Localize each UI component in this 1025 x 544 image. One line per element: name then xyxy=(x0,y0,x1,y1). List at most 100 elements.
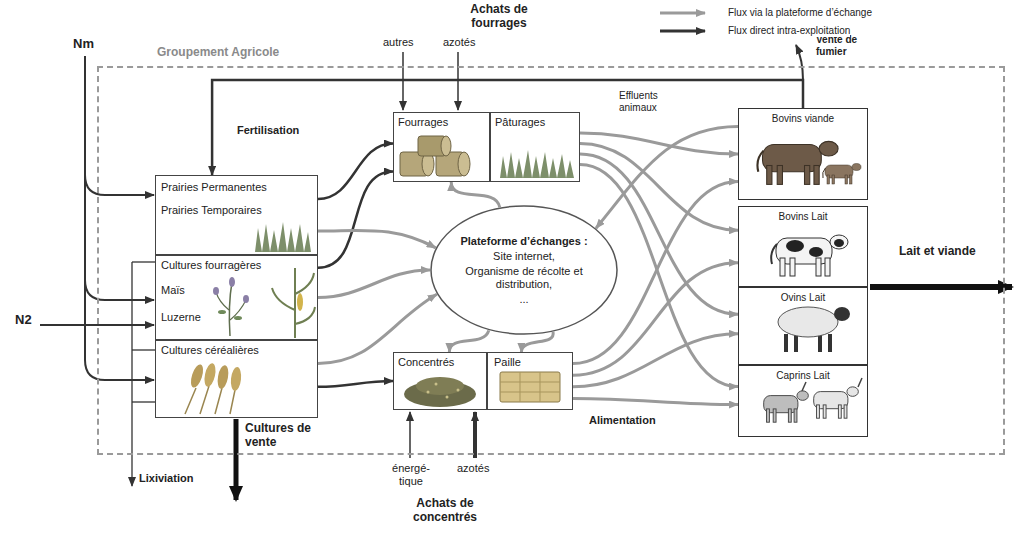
purchase-heading: Achats de fourrages xyxy=(450,2,548,30)
straw-bale-illustration-part xyxy=(500,372,560,402)
forage-plant-illustration-part xyxy=(297,293,303,311)
leaching-arrow-part xyxy=(132,261,155,262)
group-region: Groupement AgricolePrairies PermanentesP… xyxy=(97,66,1005,455)
node-text: Site internet, xyxy=(493,250,555,263)
purchase-label: azotés xyxy=(442,36,476,49)
straw-bale-illustration xyxy=(500,372,560,402)
wheat-illustration-part xyxy=(185,386,235,414)
node-title: Cultures céréalières xyxy=(161,344,259,357)
crop-box: Cultures fourragèresMaïsLuzerne xyxy=(155,255,318,340)
hay-bale-illustration-part xyxy=(458,152,470,176)
wheat-illustration-part xyxy=(203,362,218,388)
crop-box: Prairies PermanentesPrairies Temporaires xyxy=(155,175,318,255)
node-text: Maïs xyxy=(161,284,185,297)
flow-label: Fertilisation xyxy=(236,124,300,137)
feed-box: Fourrages xyxy=(393,112,490,182)
concentrate-illustration xyxy=(404,377,476,407)
dairy-cow-illustration-part xyxy=(786,240,804,252)
output-label: Lixiviation xyxy=(138,472,194,485)
node-title: Caprins Lait xyxy=(739,369,867,382)
forage-plant-illustration-part xyxy=(243,295,249,303)
legend-text: Flux via la plateforme d’échange xyxy=(728,7,872,19)
concentrate-illustration-part xyxy=(446,396,449,399)
purchase-label: azotés xyxy=(456,462,490,475)
platform-flow-arrow xyxy=(596,126,738,228)
livestock-box: Ovins Lait xyxy=(738,287,868,365)
forage-plant-illustration-part xyxy=(229,277,235,287)
hay-bale-illustration xyxy=(400,136,470,176)
nitrogen-input-arrow-part xyxy=(85,56,154,195)
sheep-illustration-part xyxy=(794,334,798,352)
forage-plant-illustration-part xyxy=(218,310,226,314)
direct-flow-arrow xyxy=(318,381,393,387)
leaching-arrow xyxy=(132,262,155,486)
feed-box: Pâturages xyxy=(490,112,580,182)
livestock-box: Bovins Lait xyxy=(738,206,868,287)
flow-label: Effluents animaux xyxy=(618,90,686,114)
node-title: Plateforme d’échanges : xyxy=(460,235,587,248)
node-title: Fourrages xyxy=(398,116,448,129)
platform-flow-arrow xyxy=(318,294,437,363)
legend-sample xyxy=(660,13,705,31)
sheep-illustration-part xyxy=(828,334,832,352)
nitrogen-input-arrow-part xyxy=(85,280,154,380)
grass-illustration-part xyxy=(500,150,574,178)
concentrate-illustration-part xyxy=(435,383,438,386)
goat-illustration xyxy=(764,378,862,422)
livestock-box: Bovins viande xyxy=(738,108,868,200)
dairy-cow-illustration xyxy=(771,235,848,276)
leaching-arrow-part xyxy=(131,262,132,486)
livestock-box: Caprins Lait xyxy=(738,365,868,437)
purchase-label: énergé- tique xyxy=(386,462,436,488)
direct-flow-arrow xyxy=(318,172,393,268)
node-title: Bovins viande xyxy=(739,112,867,125)
nitrogen-label: Nm xyxy=(72,36,95,51)
forage-plant-illustration-part xyxy=(234,316,242,320)
legend-text: Flux direct intra-exploitation xyxy=(728,25,850,37)
platform-flow-arrow xyxy=(318,270,430,298)
output-arrow-part xyxy=(870,284,1012,290)
output-arrow-part xyxy=(796,45,803,80)
platform-flow-arrow xyxy=(451,182,500,207)
forage-plant-illustration-part xyxy=(230,300,246,320)
straw-bale-illustration-part xyxy=(500,372,560,402)
concentrate-illustration-part xyxy=(416,377,464,395)
nitrogen-label: N2 xyxy=(14,312,33,327)
concentrate-illustration-part xyxy=(427,391,430,394)
leaching-arrow-part xyxy=(132,349,155,350)
output-label: Lait et viande xyxy=(898,244,977,258)
node-title: Groupement Agricole xyxy=(157,46,279,59)
node-text: Prairies Temporaires xyxy=(161,204,262,217)
wheat-illustration-part xyxy=(189,363,206,389)
goat-illustration-part xyxy=(814,387,859,418)
nitrogen-input-arrow-part xyxy=(85,175,154,300)
ellipse-outline-shape xyxy=(431,206,617,334)
hay-bale-illustration-part xyxy=(441,136,451,156)
node-title: Paille xyxy=(494,356,521,369)
purchase-heading: Achats de concentrés xyxy=(392,496,498,524)
forage-plant-illustration xyxy=(213,268,315,338)
wheat-illustration xyxy=(185,362,242,414)
sheep-illustration xyxy=(778,307,850,352)
purchase-arrow-part xyxy=(473,412,477,458)
platform-flow-arrow xyxy=(573,398,738,404)
forage-plant-illustration-part xyxy=(272,288,295,310)
node-text: Organisme de récolte et distribution, xyxy=(449,265,599,291)
crop-box: Cultures céréalières xyxy=(155,340,318,418)
forage-plant-illustration-part xyxy=(294,268,296,338)
purchase-label: autres xyxy=(382,36,415,49)
forage-plant-illustration-part xyxy=(295,307,315,324)
leaching-arrow-part xyxy=(132,401,155,402)
grass-illustration-part xyxy=(255,222,311,252)
goat-illustration-part xyxy=(764,391,809,422)
beef-cattle-illustration xyxy=(757,141,861,184)
feed-box: Concentrés xyxy=(393,352,487,410)
forage-plant-illustration-part xyxy=(295,273,314,294)
output-arrow-part xyxy=(234,419,239,500)
wheat-illustration-part xyxy=(230,367,242,392)
sheep-illustration-part xyxy=(778,307,838,337)
concentrate-illustration-part xyxy=(457,389,460,392)
sheep-illustration-part xyxy=(818,334,822,352)
output-label: Vente de fumier xyxy=(815,34,875,58)
